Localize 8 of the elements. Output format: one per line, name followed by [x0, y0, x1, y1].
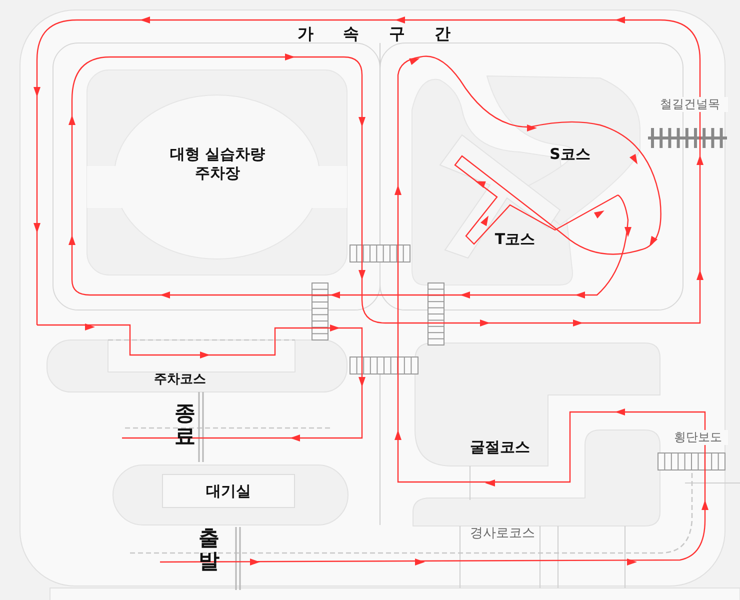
- course-label: 경사로코스: [469, 526, 536, 542]
- section-label: 가 속 구 간: [296, 24, 464, 44]
- course-label: 주차코스: [130, 372, 230, 388]
- waiting-room-box: 대기실: [162, 474, 295, 508]
- course-label: T코스: [480, 230, 550, 249]
- parking-lot-label: 대형 실습차량 주차장: [150, 145, 285, 182]
- course-label: 굴절코스: [455, 438, 545, 457]
- course-label: S코스: [535, 145, 605, 164]
